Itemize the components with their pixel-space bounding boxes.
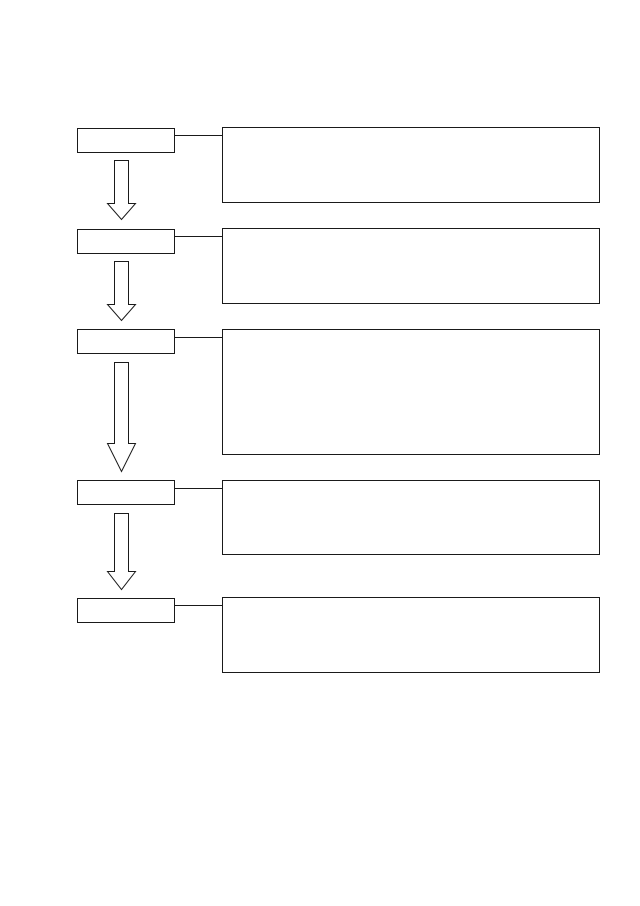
description-box	[222, 597, 600, 673]
flow-step	[77, 228, 600, 304]
flow-step	[77, 127, 600, 203]
description-box	[222, 480, 600, 555]
down-arrow	[106, 513, 137, 591]
step-box	[77, 598, 175, 623]
description-box	[222, 228, 600, 304]
flow-step	[77, 329, 600, 455]
step-box	[77, 329, 175, 354]
down-arrow	[106, 362, 137, 473]
description-box	[222, 329, 600, 455]
step-box	[77, 480, 175, 505]
step-box	[77, 128, 175, 153]
flow-step	[77, 597, 600, 673]
step-box	[77, 229, 175, 254]
down-arrow	[106, 160, 137, 221]
down-arrow	[106, 261, 137, 322]
description-box	[222, 127, 600, 203]
flow-step	[77, 480, 600, 555]
